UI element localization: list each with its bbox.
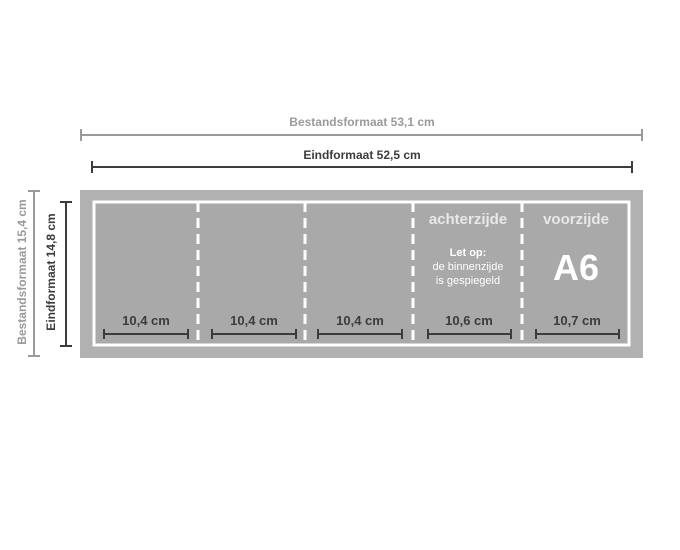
panel-4-width-marker bbox=[427, 329, 512, 339]
mirror-note-line-2: is gespiegeld bbox=[435, 275, 501, 287]
panel-4-width-label: 10,6 cm bbox=[445, 313, 493, 328]
panel-2-width-marker bbox=[211, 329, 297, 339]
format-label: A6 bbox=[552, 247, 600, 288]
file-height-dimension bbox=[28, 190, 40, 357]
back-side-heading: achterzijde bbox=[428, 211, 508, 228]
front-side-heading: voorzijde bbox=[543, 211, 609, 228]
panel-3-width-marker bbox=[317, 329, 403, 339]
mirror-note-title: Let op: bbox=[449, 247, 487, 259]
mirror-note: Let op: de binnenzijde is gespiegeld bbox=[414, 246, 522, 288]
mirror-note-line-1: de binnenzijde bbox=[432, 261, 504, 273]
trim-area bbox=[92, 200, 631, 347]
panel-2-width-label: 10,4 cm bbox=[230, 313, 278, 328]
final-height-dimension bbox=[60, 201, 72, 347]
panel-5-width-label: 10,7 cm bbox=[553, 313, 601, 328]
panel-3-width-label: 10,4 cm bbox=[336, 313, 384, 328]
file-width-dimension bbox=[80, 129, 643, 141]
final-width-dimension bbox=[91, 161, 633, 173]
panel-1-width-label: 10,4 cm bbox=[122, 313, 170, 328]
panel-5-width-marker bbox=[535, 329, 620, 339]
panel-1-width-marker bbox=[103, 329, 189, 339]
final-height-label: Eindformaat 14,8 cm bbox=[44, 213, 58, 331]
file-width-label: Bestandsformaat 53,1 cm bbox=[289, 115, 435, 129]
final-width-label: Eindformaat 52,5 cm bbox=[303, 148, 421, 162]
file-height-label: Bestandsformaat 15,4 cm bbox=[15, 199, 29, 345]
